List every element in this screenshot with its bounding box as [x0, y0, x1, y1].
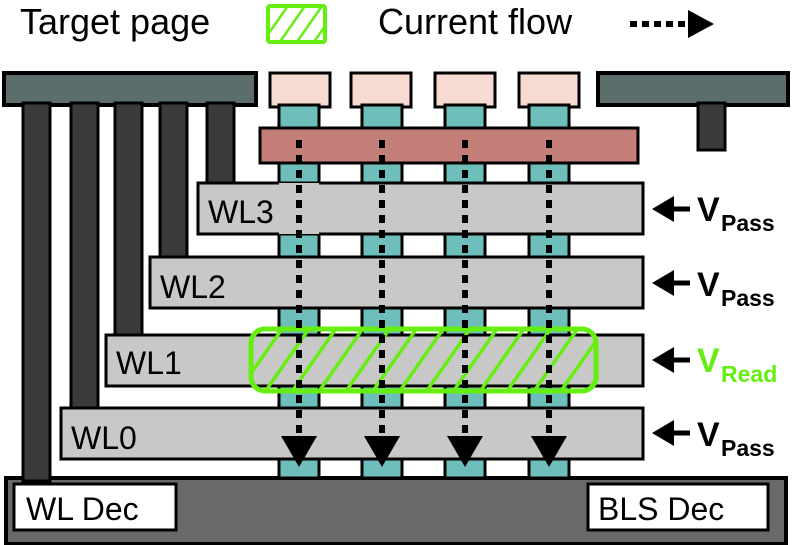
arrow-left-icon	[652, 270, 674, 296]
wordline-label: WL1	[116, 345, 182, 381]
voltage-label-wl1: V Read	[652, 342, 777, 387]
wordline-wl3: WL3	[196, 181, 645, 236]
wl-decoder-line	[158, 101, 189, 260]
voltage-main: V	[697, 342, 720, 380]
arrow-left-icon	[652, 420, 674, 446]
wl-decoder-line	[69, 101, 100, 411]
voltage-sub: Pass	[721, 435, 775, 461]
current-flow-arrowhead-icon	[447, 436, 483, 467]
legend-target-page-label: Target page	[20, 1, 210, 42]
voltage-label-wl3: V Pass	[652, 191, 775, 236]
wordline-label: WL3	[208, 194, 274, 230]
legend-current-flow-label: Current flow	[378, 1, 573, 42]
legend-target-page-swatch	[266, 4, 327, 44]
voltage-sub: Pass	[721, 285, 775, 311]
bitline-cap	[517, 71, 581, 109]
bls-dec-label-box: BLS Dec	[586, 482, 770, 532]
bls-decoder-line	[696, 101, 727, 152]
arrow-left-icon	[652, 347, 674, 373]
current-flow-arrowhead-icon	[531, 436, 567, 467]
current-flow-arrowhead-icon	[281, 436, 317, 467]
bitline-cap	[349, 71, 413, 109]
voltage-main: V	[697, 416, 720, 454]
bitline-caps	[268, 71, 581, 109]
voltage-label-wl2: V Pass	[652, 266, 775, 311]
wl-decoder-line	[21, 101, 52, 483]
current-flow-arrows	[281, 140, 567, 467]
wordline-wl2: WL2	[148, 255, 645, 310]
bitline-cap	[268, 71, 332, 109]
wl-dec-label: WL Dec	[26, 491, 139, 527]
voltage-main: V	[697, 266, 720, 304]
wordline-label: WL0	[71, 420, 137, 456]
bls-decoder	[596, 71, 790, 152]
arrow-left-icon	[652, 196, 674, 222]
bls-dec-label: BLS Dec	[598, 491, 724, 527]
voltage-main: V	[697, 191, 720, 229]
current-flow-arrowhead-icon	[364, 436, 400, 467]
bls-decoder-top-bar	[596, 71, 790, 107]
voltage-label-wl0: V Pass	[652, 416, 775, 461]
wordline-label: WL2	[160, 269, 226, 305]
legend-current-flow-arrow-icon	[630, 10, 714, 38]
wl-decoder-line	[205, 101, 236, 185]
voltage-sub: Read	[721, 361, 777, 387]
wl-decoder-line	[113, 101, 144, 338]
bitline-select-line	[258, 126, 640, 165]
wl-dec-label-box: WL Dec	[12, 482, 178, 532]
wl-decoder-top-bar	[2, 71, 258, 107]
wl-decoder	[2, 71, 258, 483]
bitline-cap	[433, 71, 497, 109]
target-page-highlight	[248, 326, 599, 394]
voltage-sub: Pass	[721, 210, 775, 236]
